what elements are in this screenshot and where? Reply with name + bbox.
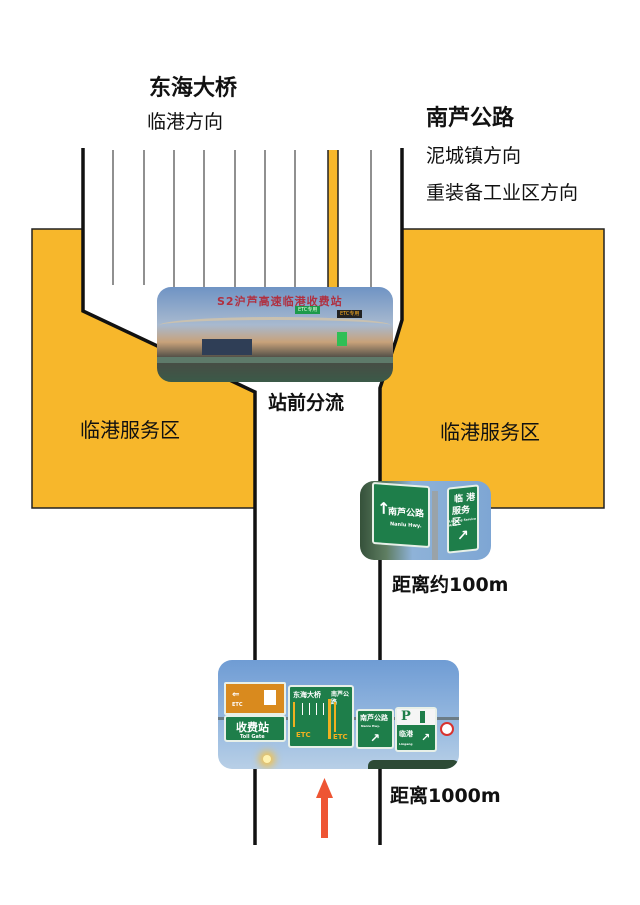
lane-guide-sign: 东海大桥 南芦公路 ETC ETC xyxy=(288,685,354,748)
right-service-area-label: 临港服务区 xyxy=(440,420,540,444)
lane-line xyxy=(316,703,317,715)
yellow-divider xyxy=(328,150,338,290)
lane-lines xyxy=(112,150,372,290)
sign-1000m-photo: ⇐ ETC 收费站 Toll Gate 东海大桥 南芦公路 ETC ETC 南芦… xyxy=(218,660,459,769)
service-arrow-icon: ↗ xyxy=(421,731,431,744)
destination-right-direction-2: 重装备工业区方向 xyxy=(426,182,579,204)
toll-sign-text: 收费站 xyxy=(236,721,269,734)
toll-sign-top: ⇐ ETC xyxy=(224,682,286,715)
service-sign: P 临港 Lingang ↗ xyxy=(395,707,437,752)
destination-right-name: 南芦公路 xyxy=(426,106,515,131)
sign-100m-photo: ↑ 南芦公路 Nanlu Hwy. 临 港 服务区 Lingang Servic… xyxy=(360,481,491,560)
toll-station-photo: S2沪芦高速临港收费站 ETC专用 ETC专用 xyxy=(157,287,393,382)
guardrail xyxy=(157,357,393,363)
no-entry-sign-icon xyxy=(440,722,454,736)
sign-pole xyxy=(432,491,438,560)
lane-line xyxy=(302,703,303,715)
nanlu-road-sign-sub: Nanlu Hwy. xyxy=(390,521,422,530)
direction-arrow-up xyxy=(316,778,333,838)
service-sign-sub: Lingang xyxy=(399,742,413,746)
lane-guide-left: 东海大桥 xyxy=(293,691,321,699)
sign-100m-caption: 距离约100m xyxy=(392,574,509,596)
toll-sign-sub: Toll Gate xyxy=(240,734,265,740)
exit-sign-sub: Nanlu Hwy. xyxy=(361,724,380,728)
diagonal-arrow-icon: ↗ xyxy=(457,527,469,545)
toll-station-sign-text: S2沪芦高速临港收费站 xyxy=(217,295,343,308)
street-light xyxy=(263,755,271,763)
toll-sign-etc-label: ETC xyxy=(232,702,243,708)
toll-station-caption: 站前分流 xyxy=(268,392,345,414)
right-service-area-shape xyxy=(379,228,605,509)
lane-divider-yellow xyxy=(328,699,331,739)
parking-icon: P xyxy=(401,709,411,724)
destination-left-direction: 临港方向 xyxy=(147,111,224,133)
exit-sign: 南芦公路 Nanlu Hwy. ↗ xyxy=(356,709,394,749)
nanlu-road-sign-text: 南芦公路 xyxy=(388,507,425,520)
destination-left-name: 东海大桥 xyxy=(149,76,238,101)
etc-lane-left-line xyxy=(293,702,295,727)
destination-right-direction-1: 泥城镇方向 xyxy=(426,145,522,167)
left-service-area-label: 临港服务区 xyxy=(80,418,180,442)
etc-left-label: ETC xyxy=(296,731,311,739)
nanlu-road-sign: ↑ 南芦公路 Nanlu Hwy. xyxy=(372,481,430,549)
car-icon: ⇐ xyxy=(232,690,240,700)
toll-canopy xyxy=(159,317,391,334)
green-signal xyxy=(337,332,347,346)
etc-lane-sign-2: ETC专用 xyxy=(337,310,363,318)
info-icon xyxy=(420,711,425,723)
toll-sign-bottom: 收费站 Toll Gate xyxy=(224,715,286,742)
exit-arrow-icon: ↗ xyxy=(370,731,381,745)
etc-right-label: ETC xyxy=(333,733,348,741)
etc-lane-sign-1: ETC专用 xyxy=(295,306,321,314)
service-sign-text: 临港 xyxy=(399,730,413,738)
service-area-sign: 临 港 服务区 Lingang Service Area ↗ xyxy=(447,484,479,554)
treeline xyxy=(368,760,459,769)
service-sign-top: P xyxy=(397,709,435,725)
truck xyxy=(202,339,252,355)
exit-sign-text: 南芦公路 xyxy=(360,714,388,722)
lane-line xyxy=(323,703,324,715)
lane-line xyxy=(309,703,310,715)
etc-lane-right-line xyxy=(334,702,336,732)
toll-booth-icon xyxy=(264,690,276,705)
sign-1000m-caption: 距离1000m xyxy=(390,785,501,807)
